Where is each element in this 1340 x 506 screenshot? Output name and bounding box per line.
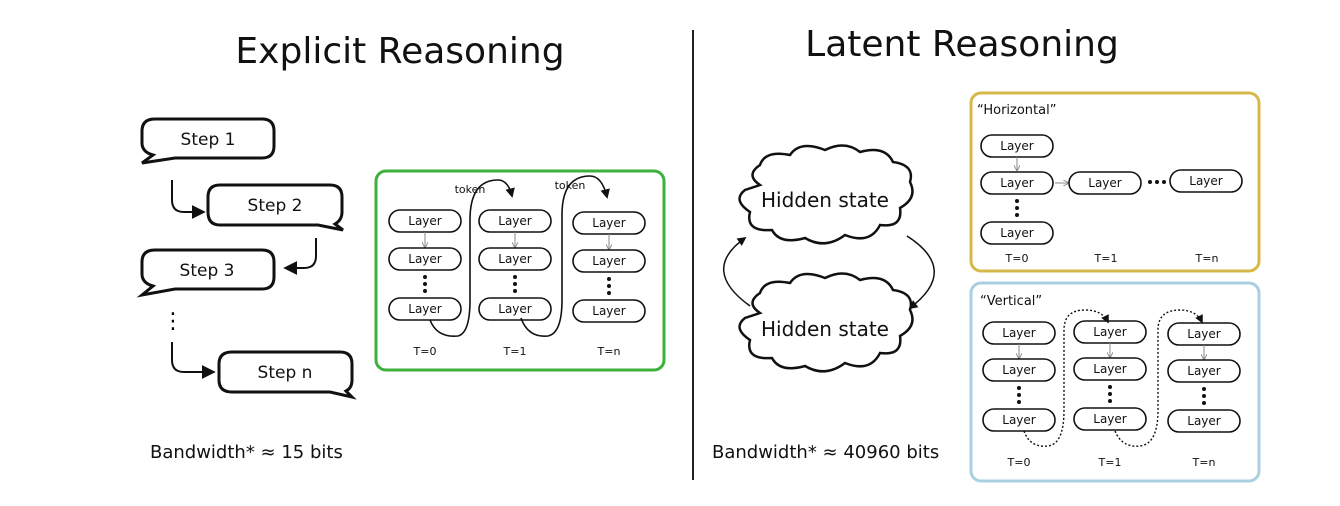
layer-label: Layer bbox=[1088, 176, 1122, 190]
ellipsis-dots bbox=[1017, 386, 1021, 404]
latent-bandwidth: Bandwidth* ≈ 40960 bits bbox=[712, 442, 939, 463]
layer-label: Layer bbox=[498, 252, 532, 266]
time-label: T=0 bbox=[1007, 456, 1031, 469]
cycle-arrow-up bbox=[722, 236, 751, 307]
layer-box: Layer bbox=[478, 247, 552, 271]
flow-arrow bbox=[171, 342, 216, 379]
layer-label: Layer bbox=[1187, 327, 1221, 341]
layer-box: Layer bbox=[1167, 322, 1241, 346]
token-label: token bbox=[555, 179, 586, 192]
step-label: Step n bbox=[258, 363, 313, 383]
layer-box: Layer bbox=[982, 408, 1056, 432]
layer-box: Layer bbox=[1073, 357, 1147, 381]
ellipsis-dots bbox=[1015, 199, 1019, 217]
layer-box: Layer bbox=[388, 209, 462, 233]
time-label: T=0 bbox=[1005, 252, 1029, 265]
layer-label: Layer bbox=[498, 214, 532, 228]
layer-label: Layer bbox=[1000, 139, 1034, 153]
layer-box: Layer bbox=[980, 221, 1054, 245]
ellipsis-dots bbox=[513, 275, 517, 293]
step-label: Step 2 bbox=[248, 196, 303, 216]
ellipsis-dots bbox=[1202, 387, 1206, 405]
latent-title: Latent Reasoning bbox=[805, 24, 1119, 65]
layer-label: Layer bbox=[408, 302, 442, 316]
layer-label: Layer bbox=[1093, 362, 1127, 376]
step-bubble-n: Step n bbox=[217, 350, 357, 400]
explicit-layer-stack: LayerLayerLayerT=0LayerLayerLayerT=1Laye… bbox=[388, 209, 646, 358]
step-label: Step 3 bbox=[180, 261, 235, 281]
hidden-state-label: Hidden state bbox=[761, 317, 889, 341]
time-label: T=n bbox=[597, 345, 621, 358]
hidden-state-cloud-bottom: Hidden state bbox=[738, 272, 914, 373]
time-label: T=1 bbox=[503, 345, 527, 358]
layer-box: Layer bbox=[1167, 359, 1241, 383]
layer-box: Layer bbox=[980, 134, 1054, 158]
layer-label: Layer bbox=[592, 216, 626, 230]
steps-ellipsis: ⋮ bbox=[162, 309, 184, 334]
explicit-title: Explicit Reasoning bbox=[235, 31, 564, 72]
ellipsis-dots bbox=[423, 275, 427, 293]
layer-label: Layer bbox=[408, 252, 442, 266]
layer-label: Layer bbox=[498, 302, 532, 316]
flow-arrow bbox=[171, 180, 206, 219]
time-label: T=1 bbox=[1094, 252, 1118, 265]
explicit-bandwidth: Bandwidth* ≈ 15 bits bbox=[150, 442, 343, 463]
layer-label: Layer bbox=[1093, 325, 1127, 339]
layer-label: Layer bbox=[1000, 226, 1034, 240]
layer-box: Layer bbox=[388, 297, 462, 321]
step-bubble-1: Step 1 bbox=[140, 117, 276, 165]
layer-box: Layer bbox=[982, 321, 1056, 345]
layer-label: Layer bbox=[1002, 363, 1036, 377]
layer-box: Layer bbox=[478, 297, 552, 321]
token-arrow bbox=[429, 179, 515, 337]
step-label: Step 1 bbox=[181, 130, 236, 150]
layer-box: Layer bbox=[478, 209, 552, 233]
layer-box: Layer bbox=[1068, 171, 1142, 195]
layer-label: Layer bbox=[1002, 326, 1036, 340]
token-arrow bbox=[520, 175, 610, 337]
layer-box: Layer bbox=[1169, 169, 1243, 193]
ellipsis-dots bbox=[607, 277, 611, 295]
vertical-panel-title: “Vertical” bbox=[980, 294, 1042, 309]
token-label: token bbox=[455, 183, 486, 196]
layer-label: Layer bbox=[1093, 412, 1127, 426]
layer-label: Layer bbox=[1189, 174, 1223, 188]
time-label: T=n bbox=[1195, 252, 1219, 265]
layer-box: Layer bbox=[572, 211, 646, 235]
layer-label: Layer bbox=[592, 254, 626, 268]
layer-box: Layer bbox=[572, 249, 646, 273]
ellipsis-dots bbox=[1108, 385, 1112, 403]
step-bubble-3: Step 3 bbox=[136, 248, 276, 298]
layer-label: Layer bbox=[1002, 413, 1036, 427]
step-bubble-2: Step 2 bbox=[206, 183, 344, 232]
layer-label: Layer bbox=[592, 304, 626, 318]
layer-label: Layer bbox=[1000, 176, 1034, 190]
layer-label: Layer bbox=[1187, 414, 1221, 428]
time-label: T=1 bbox=[1098, 456, 1122, 469]
layer-box: Layer bbox=[982, 358, 1056, 382]
horizontal-panel-title: “Horizontal” bbox=[977, 103, 1056, 118]
time-label: T=n bbox=[1192, 456, 1216, 469]
layer-box: Layer bbox=[1167, 409, 1241, 433]
ellipsis-dots bbox=[1148, 180, 1166, 184]
layer-box: Layer bbox=[1073, 407, 1147, 431]
hidden-state-cloud-top: Hidden state bbox=[738, 144, 914, 245]
vertical-dotted-arrow bbox=[1114, 309, 1203, 447]
vertical-layer-stack: LayerLayerLayerT=0LayerLayerLayerT=1Laye… bbox=[982, 320, 1241, 469]
flow-arrow bbox=[283, 238, 317, 275]
layer-label: Layer bbox=[1187, 364, 1221, 378]
layer-box: Layer bbox=[980, 171, 1054, 195]
layer-label: Layer bbox=[408, 214, 442, 228]
time-label: T=0 bbox=[413, 345, 437, 358]
hidden-state-label: Hidden state bbox=[761, 188, 889, 212]
layer-box: Layer bbox=[572, 299, 646, 323]
layer-box: Layer bbox=[1073, 320, 1147, 344]
cycle-arrow-down bbox=[906, 235, 935, 310]
layer-box: Layer bbox=[388, 247, 462, 271]
vertical-dotted-arrow bbox=[1023, 309, 1109, 447]
